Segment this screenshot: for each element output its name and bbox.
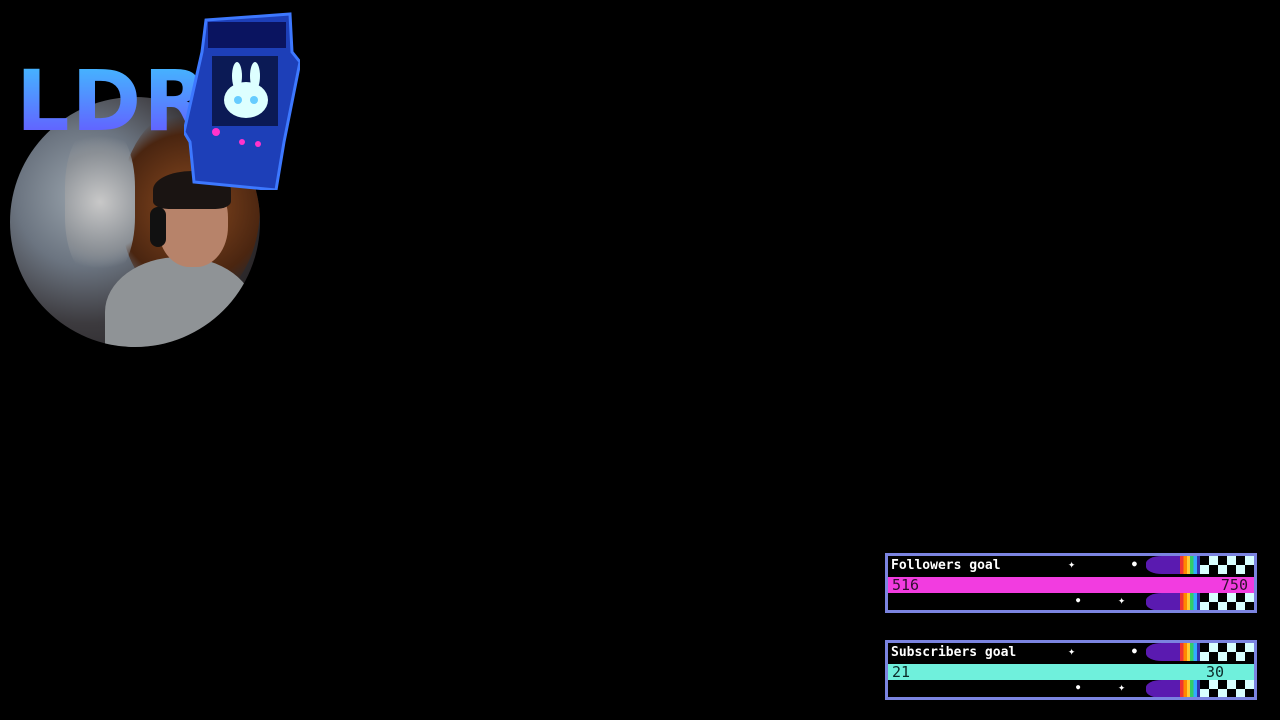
- sparkle-icon: ✦: [1118, 680, 1126, 694]
- channel-logo: LDR: [16, 52, 210, 150]
- goal-current: 516: [892, 576, 920, 594]
- sparkle-icon: ✦: [1068, 557, 1076, 571]
- sparkle-icon: ●: [1076, 683, 1081, 691]
- goal-current: 21: [892, 663, 911, 681]
- goal-label: Subscribers goal: [891, 645, 1017, 660]
- arcade-cabinet-bunny-icon: [184, 12, 300, 190]
- sparkle-icon: ✦: [1068, 644, 1076, 658]
- followers-goal-widget: ✦ ● ● ✦ Followers goal 516 750: [885, 553, 1257, 613]
- sparkle-icon: ●: [1076, 596, 1081, 604]
- goal-target: 750: [1220, 576, 1248, 594]
- sparkle-icon: ●: [1132, 646, 1137, 655]
- goal-label: Followers goal: [891, 558, 1001, 573]
- sparkle-icon: ●: [1132, 559, 1137, 568]
- goal-progress-bar: 516 750: [888, 576, 1254, 594]
- goal-progress-bar: 21 30: [888, 663, 1254, 681]
- subscribers-goal-widget: ✦ ● ● ✦ Subscribers goal 21 30: [885, 640, 1257, 700]
- goal-target: 30: [1205, 663, 1224, 681]
- sparkle-icon: ✦: [1118, 593, 1126, 607]
